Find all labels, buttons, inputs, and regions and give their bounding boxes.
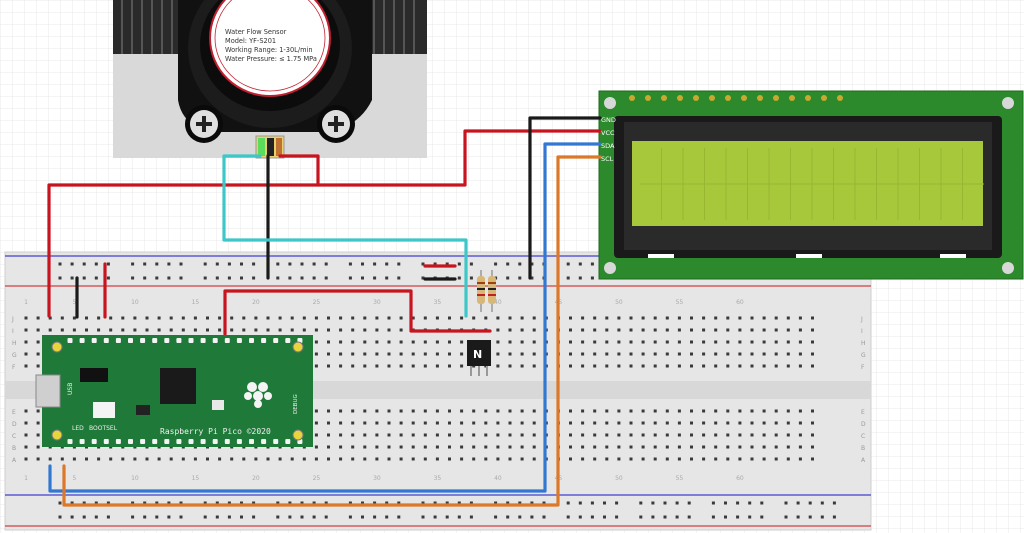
column-number: 30 bbox=[373, 299, 381, 306]
screw-icon bbox=[185, 105, 223, 143]
column-number: 55 bbox=[676, 475, 684, 482]
column-number: 50 bbox=[615, 299, 623, 306]
transistor: N bbox=[467, 340, 491, 376]
column-number: 5 bbox=[72, 475, 76, 482]
sensor-label-line-4: Water Pressure: ≤ 1.75 MPa bbox=[225, 55, 317, 63]
column-number: 20 bbox=[252, 299, 260, 306]
row-letter: B bbox=[861, 445, 865, 452]
lcd-display: GND VCC SDA SCL bbox=[598, 90, 1024, 280]
lcd-pin-vcc-label: VCC bbox=[601, 129, 615, 137]
lcd-pin-sda-label: SDA bbox=[601, 142, 615, 150]
wire-cyan-signal bbox=[222, 154, 468, 318]
wire-red-pico bbox=[223, 289, 492, 336]
row-letter: H bbox=[861, 340, 866, 347]
row-letter: A bbox=[861, 457, 866, 464]
row-letter: G bbox=[12, 352, 17, 359]
wire-black-lcd-gnd bbox=[528, 116, 602, 280]
column-number: 40 bbox=[494, 299, 502, 306]
row-letter: H bbox=[12, 340, 17, 347]
row-letter: B bbox=[12, 445, 16, 452]
transistor-label: N bbox=[473, 348, 482, 361]
lcd-pin-gnd-label: GND bbox=[601, 116, 616, 124]
column-number: 35 bbox=[434, 475, 442, 482]
row-letter: E bbox=[861, 409, 865, 416]
column-number: 10 bbox=[131, 475, 139, 482]
column-number: 1 bbox=[24, 475, 28, 482]
column-number: 55 bbox=[676, 299, 684, 306]
column-number: 30 bbox=[373, 475, 381, 482]
bootsel-label: BOOTSEL bbox=[89, 425, 118, 432]
raspberry-logo-icon bbox=[244, 382, 272, 408]
column-number: 15 bbox=[192, 475, 200, 482]
row-letter: I bbox=[12, 328, 14, 335]
column-number: 60 bbox=[736, 299, 744, 306]
column-number: 5 bbox=[72, 299, 76, 306]
lcd-pin-scl-label: SCL bbox=[601, 155, 614, 163]
raspberry-pi-pico: Raspberry Pi Pico ©2020 USB BOOTSEL LED … bbox=[35, 335, 313, 447]
resistor bbox=[488, 270, 496, 312]
screw-icon bbox=[317, 105, 355, 143]
row-letter: J bbox=[11, 316, 14, 323]
usb-port bbox=[35, 374, 61, 408]
row-letter: D bbox=[12, 421, 17, 428]
row-letter: E bbox=[12, 409, 16, 416]
wire-blue-sda bbox=[48, 142, 602, 493]
column-number: 35 bbox=[434, 299, 442, 306]
pico-board-label: Raspberry Pi Pico ©2020 bbox=[160, 427, 271, 436]
lcd-header-pins bbox=[629, 95, 843, 101]
debug-label: DEBUG bbox=[293, 394, 299, 414]
usb-label: USB bbox=[67, 383, 74, 395]
column-number: 20 bbox=[252, 475, 260, 482]
rp2040-chip bbox=[160, 368, 196, 404]
sensor-label-line-3: Working Range: 1-30L/min bbox=[225, 46, 313, 54]
wire-red-lcd-vcc bbox=[316, 129, 602, 187]
row-letter: C bbox=[861, 433, 865, 440]
led-label: LED bbox=[72, 425, 84, 432]
sensor-label-line-1: Water Flow Sensor bbox=[225, 28, 287, 36]
row-letter: I bbox=[861, 328, 863, 335]
sensor-label-line-2: Model: YF-S201 bbox=[225, 37, 276, 45]
column-number: 10 bbox=[131, 299, 139, 306]
column-number: 40 bbox=[494, 475, 502, 482]
row-letter: C bbox=[12, 433, 16, 440]
column-number: 25 bbox=[313, 475, 321, 482]
column-number: 25 bbox=[313, 299, 321, 306]
column-number: 15 bbox=[192, 299, 200, 306]
row-letter: J bbox=[860, 316, 863, 323]
row-letter: D bbox=[861, 421, 866, 428]
row-letter: A bbox=[12, 457, 17, 464]
resistor bbox=[477, 270, 485, 312]
wire-orange-scl bbox=[62, 155, 602, 507]
row-letter: G bbox=[861, 352, 866, 359]
column-number: 60 bbox=[736, 475, 744, 482]
wires bbox=[47, 116, 602, 507]
water-flow-sensor: Water Flow Sensor Model: YF-S201 Working… bbox=[113, 0, 427, 159]
row-letter: F bbox=[12, 364, 16, 371]
column-number: 50 bbox=[615, 475, 623, 482]
bootsel-button-icon bbox=[93, 402, 115, 418]
row-letter: F bbox=[861, 364, 865, 371]
column-number: 1 bbox=[24, 299, 28, 306]
